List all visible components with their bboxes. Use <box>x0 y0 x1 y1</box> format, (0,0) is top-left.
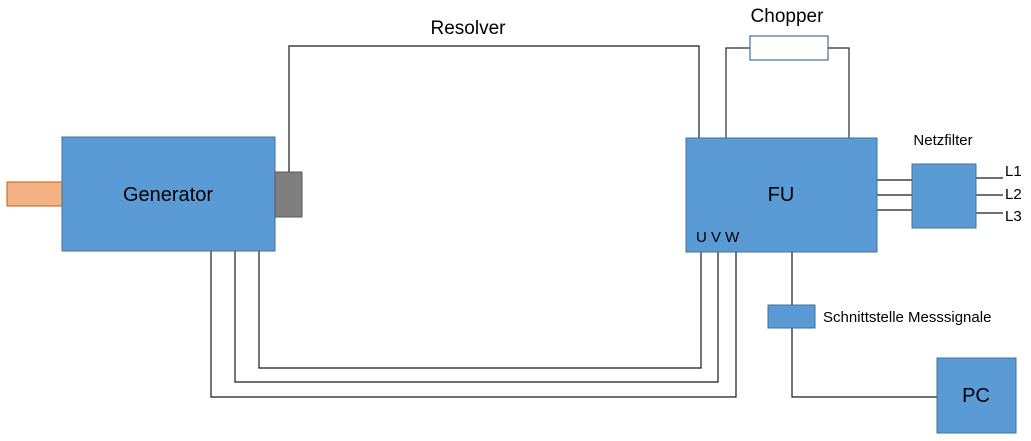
resolver-label: Resolver <box>431 18 507 39</box>
interface-block <box>767 304 816 329</box>
fu-netzfilter-lines <box>877 179 912 211</box>
chopper-connection <box>725 35 850 138</box>
netzfilter-label: Netzfilter <box>913 132 972 149</box>
chopper-label: Chopper <box>751 6 825 27</box>
netzfilter-block <box>911 163 977 229</box>
resolver-sensor-box <box>274 171 303 218</box>
pc-label: PC <box>962 385 990 407</box>
fu-block <box>685 137 878 253</box>
generator-label: Generator <box>123 184 213 206</box>
generator-shaft <box>6 181 63 207</box>
phase-l3-label: L3 <box>1005 208 1022 225</box>
resolver-cable <box>288 45 700 172</box>
uvw-label: U V W <box>696 229 740 246</box>
motor-cables-uvw <box>210 251 737 398</box>
cable-u <box>258 251 702 369</box>
pc-block <box>936 357 1017 434</box>
cable-v <box>234 251 719 383</box>
signal-line <box>791 252 937 398</box>
generator-block <box>61 136 276 252</box>
interface-label: Schnittstelle Messsignale <box>823 309 991 326</box>
cable-w <box>210 251 737 398</box>
phase-l1-label: L1 <box>1005 163 1022 180</box>
fu-label: FU <box>768 184 795 206</box>
mains-lines <box>976 177 1003 214</box>
phase-l2-label: L2 <box>1005 186 1022 203</box>
chopper-resistor <box>749 35 829 61</box>
